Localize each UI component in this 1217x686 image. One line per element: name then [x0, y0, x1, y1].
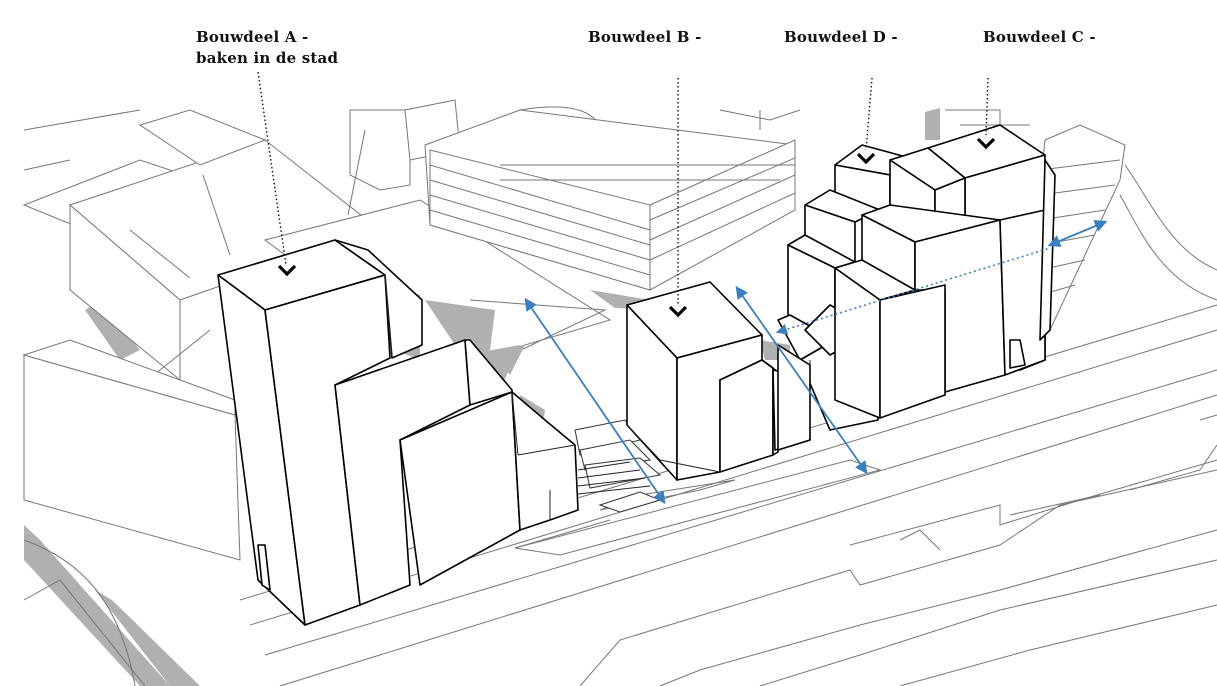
- label-bouwdeel-a-line1: Bouwdeel A -: [196, 28, 309, 46]
- leader-lines: [257, 71, 989, 305]
- chevron-down-icon: [856, 152, 876, 165]
- label-bouwdeel-d: Bouwdeel D -: [784, 28, 898, 46]
- double-headed-arrow-icon: [1047, 220, 1108, 247]
- label-bouwdeel-c: Bouwdeel C -: [983, 28, 1096, 46]
- double-headed-arrow-icon: [735, 285, 868, 475]
- label-bouwdeel-a-line2: baken in de stad: [196, 49, 339, 67]
- chevron-down-icon: [976, 137, 996, 150]
- bouwdeel-c: [834, 108, 1056, 419]
- label-bouwdeel-a: Bouwdeel A - baken in de stad: [196, 27, 338, 69]
- context-buildings: [22, 99, 1217, 686]
- chevron-down-icon: [277, 264, 297, 277]
- double-headed-arrow-icon: [524, 297, 666, 505]
- label-bouwdeel-b: Bouwdeel B -: [588, 28, 702, 46]
- chevron-down-icon: [668, 305, 688, 318]
